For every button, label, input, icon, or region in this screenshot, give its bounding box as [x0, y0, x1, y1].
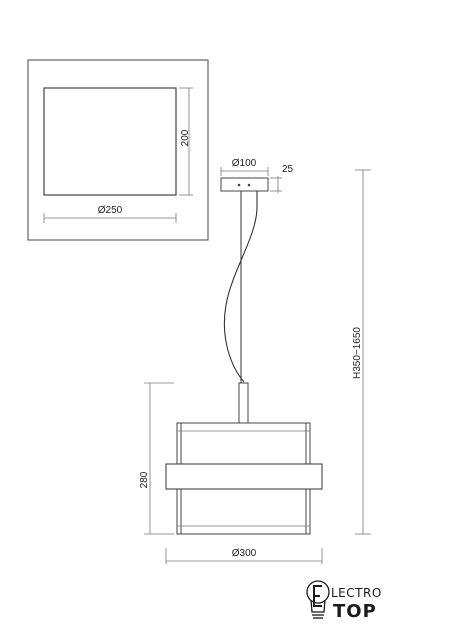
suspension-cables	[223, 191, 258, 390]
top-view-outer-frame	[27, 59, 209, 241]
overall-height-dimension: H350~1650	[352, 169, 371, 535]
shade-height-dimension: 280	[139, 382, 174, 535]
top-view-diameter-label: Ø250	[98, 205, 123, 216]
canopy-screw	[247, 183, 251, 187]
lamp-holder-rod	[238, 382, 249, 424]
canopy-body	[220, 177, 269, 192]
lightbulb-e-icon	[306, 580, 330, 619]
brand-name-line1: LECTRO	[331, 586, 382, 600]
shade-height-label: 280	[139, 471, 150, 488]
brand-name-line2: TOP	[333, 601, 377, 622]
overall-height-label: H350~1650	[352, 327, 363, 379]
canopy-thickness-label: 25	[282, 164, 294, 175]
canopy-screw	[237, 183, 241, 187]
power-cord	[223, 191, 258, 383]
canopy-diameter-label: Ø100	[232, 158, 257, 169]
top-view-diameter-dimension: Ø250	[43, 205, 177, 223]
lamp-shade	[165, 422, 323, 535]
top-view-height-dimension: 200	[179, 87, 193, 196]
shade-diameter-label: Ø300	[232, 548, 257, 559]
canopy-diameter-dimension: Ø100	[220, 158, 269, 176]
shade-diameter-dimension: Ø300	[165, 548, 323, 564]
brand-logo: LECTRO TOP	[306, 580, 382, 622]
top-view-height-label: 200	[180, 129, 191, 146]
top-view: 200 Ø250	[27, 59, 209, 241]
canopy-thickness-dimension: 25	[270, 164, 294, 193]
shade-band	[165, 463, 323, 490]
canopy: Ø100 25	[220, 158, 294, 193]
top-view-inner-frame	[43, 87, 177, 196]
